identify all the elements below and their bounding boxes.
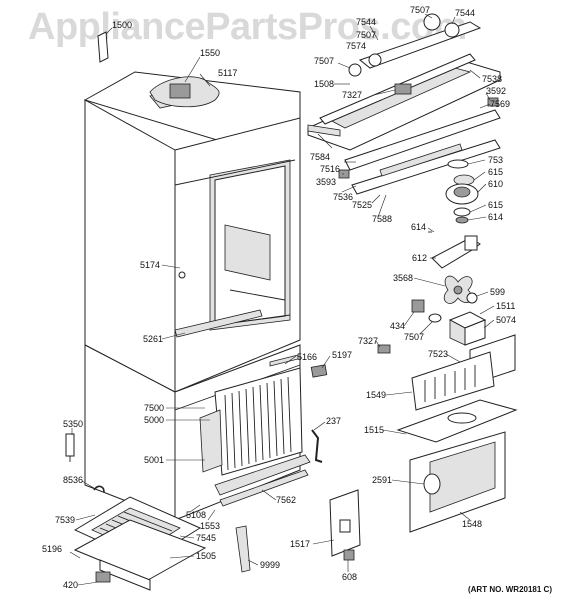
part-7327 — [377, 344, 391, 354]
callout-1550: 1550 — [200, 48, 220, 58]
callout-610: 610 — [488, 179, 503, 189]
callout-7327: 7327 — [358, 336, 378, 346]
part-608 — [343, 549, 355, 561]
callout-599: 599 — [490, 287, 505, 297]
callout-5350: 5350 — [63, 419, 83, 429]
drain-pan-assembly — [73, 496, 207, 591]
bulb-599 — [466, 292, 478, 304]
callout-7545: 7545 — [196, 533, 216, 543]
part-3592 — [487, 97, 499, 107]
callout-1500: 1500 — [112, 20, 132, 30]
clip-part — [310, 364, 328, 378]
callout-614-left: 614 — [411, 222, 426, 232]
callout-7574: 7574 — [346, 41, 366, 51]
callout-7507-c: 7507 — [314, 56, 334, 66]
callout-7538: 7538 — [482, 74, 502, 84]
callout-5001: 5001 — [144, 455, 164, 465]
lower-rail — [214, 454, 311, 496]
callout-5074: 5074 — [496, 315, 516, 325]
callout-7539: 7539 — [55, 515, 75, 525]
hinge-bracket — [97, 31, 109, 63]
vent-1549 — [411, 351, 495, 411]
callout-5174: 5174 — [140, 260, 160, 270]
panel-7525 — [351, 139, 501, 195]
callout-753: 753 — [488, 155, 503, 165]
callout-7507-b: 7507 — [356, 30, 376, 40]
callout-7507-d: 7507 — [404, 332, 424, 342]
top-hinge-cover — [149, 76, 220, 108]
trim-strip-7584 — [307, 124, 341, 137]
callout-7544: 7544 — [356, 17, 376, 27]
callout-7507-top: 7507 — [410, 5, 430, 15]
callout-7569: 7569 — [490, 99, 510, 109]
callout-3568: 3568 — [393, 273, 413, 283]
callout-7584: 7584 — [310, 152, 330, 162]
callout-8536: 8536 — [63, 475, 83, 485]
callout-1548: 1548 — [462, 519, 482, 529]
callout-5000: 5000 — [144, 415, 164, 425]
callout-1517: 1517 — [290, 539, 310, 549]
callout-labels: 1500 1550 5117 5174 5261 5166 5197 7500 … — [42, 5, 516, 590]
callout-7327-top: 7327 — [342, 90, 362, 100]
callout-1505: 1505 — [196, 551, 216, 561]
callout-615: 615 — [488, 200, 503, 210]
light-housing-1511 — [448, 311, 487, 346]
control-housing — [307, 13, 501, 151]
drain-tube — [65, 433, 75, 462]
callout-1515: 1515 — [364, 425, 384, 435]
callout-1511: 1511 — [496, 301, 515, 311]
fan-blade — [443, 275, 473, 304]
callout-9999: 9999 — [260, 560, 280, 570]
tube-237 — [311, 429, 323, 463]
callout-614-right: 614 — [488, 212, 503, 222]
callout-7562: 7562 — [276, 495, 296, 505]
mullion-strip — [269, 354, 299, 367]
leader-lines — [69, 13, 495, 586]
callout-5261: 5261 — [143, 334, 163, 344]
plate-1515 — [396, 399, 518, 443]
callout-7536: 7536 — [333, 192, 353, 202]
callout-3592: 3592 — [486, 86, 506, 96]
callout-7588: 7588 — [372, 214, 392, 224]
bracket-1517 — [329, 489, 361, 557]
condenser-assembly — [199, 367, 303, 476]
clip-9999 — [235, 525, 251, 573]
callout-3593: 3593 — [316, 177, 336, 187]
callout-420: 420 — [63, 580, 78, 590]
callout-7544-top: 7544 — [455, 8, 475, 18]
fan-motor-assembly — [428, 159, 481, 269]
shelf-strip — [174, 309, 263, 338]
control-panel-7516 — [344, 109, 501, 171]
art-number: (ART NO. WR20181 C) — [467, 585, 552, 594]
clip-8536 — [93, 485, 105, 493]
callout-615-top: 615 — [488, 167, 503, 177]
callout-1549: 1549 — [366, 390, 386, 400]
callout-5196: 5196 — [42, 544, 62, 554]
callout-608: 608 — [342, 572, 357, 582]
callout-5166: 5166 — [297, 352, 317, 362]
callout-2591: 2591 — [372, 475, 392, 485]
callout-5108: 5108 — [186, 510, 206, 520]
callout-7523: 7523 — [428, 349, 448, 359]
callout-5117: 5117 — [218, 68, 237, 78]
callout-1553: 1553 — [200, 521, 220, 531]
back-panel-1548 — [409, 431, 506, 533]
callout-7525: 7525 — [352, 200, 372, 210]
callout-237: 237 — [326, 416, 341, 426]
callout-434: 434 — [390, 321, 405, 331]
callout-612: 612 — [412, 253, 427, 263]
callout-7516: 7516 — [320, 164, 340, 174]
light-socket — [411, 299, 442, 323]
callout-5197: 5197 — [332, 350, 352, 360]
callout-7500: 7500 — [144, 403, 164, 413]
callout-1508: 1508 — [314, 79, 334, 89]
